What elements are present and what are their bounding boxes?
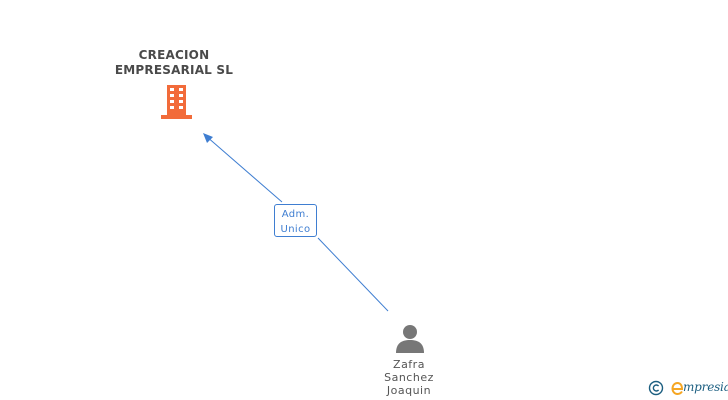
- edge-line-upper: [205, 135, 283, 203]
- company-name-line2: EMPRESARIAL SL: [114, 63, 234, 77]
- edge-arrowhead: [203, 133, 213, 143]
- person-icon[interactable]: [395, 323, 425, 353]
- person-name-line1: Zafra: [393, 358, 425, 371]
- person-name-line3: Joaquin: [386, 384, 432, 397]
- role-line2: Unico: [280, 224, 311, 235]
- company-name[interactable]: CREACION EMPRESARIAL SL: [98, 48, 250, 78]
- role-badge[interactable]: Adm. Unico: [274, 204, 317, 237]
- brand-footer[interactable]: e mpresia: [648, 378, 728, 398]
- role-line1: Adm.: [281, 209, 310, 220]
- brand-name: mpresia: [683, 380, 728, 394]
- company-name-line1: CREACION: [138, 48, 210, 62]
- copyright-icon: [648, 380, 664, 396]
- person-name[interactable]: Zafra Sanchez Joaquin: [370, 358, 448, 397]
- edge-line-lower: [317, 237, 389, 312]
- empresia-logo-icon: e: [671, 381, 684, 396]
- building-icon[interactable]: [161, 85, 192, 119]
- person-name-line2: Sanchez: [384, 371, 434, 384]
